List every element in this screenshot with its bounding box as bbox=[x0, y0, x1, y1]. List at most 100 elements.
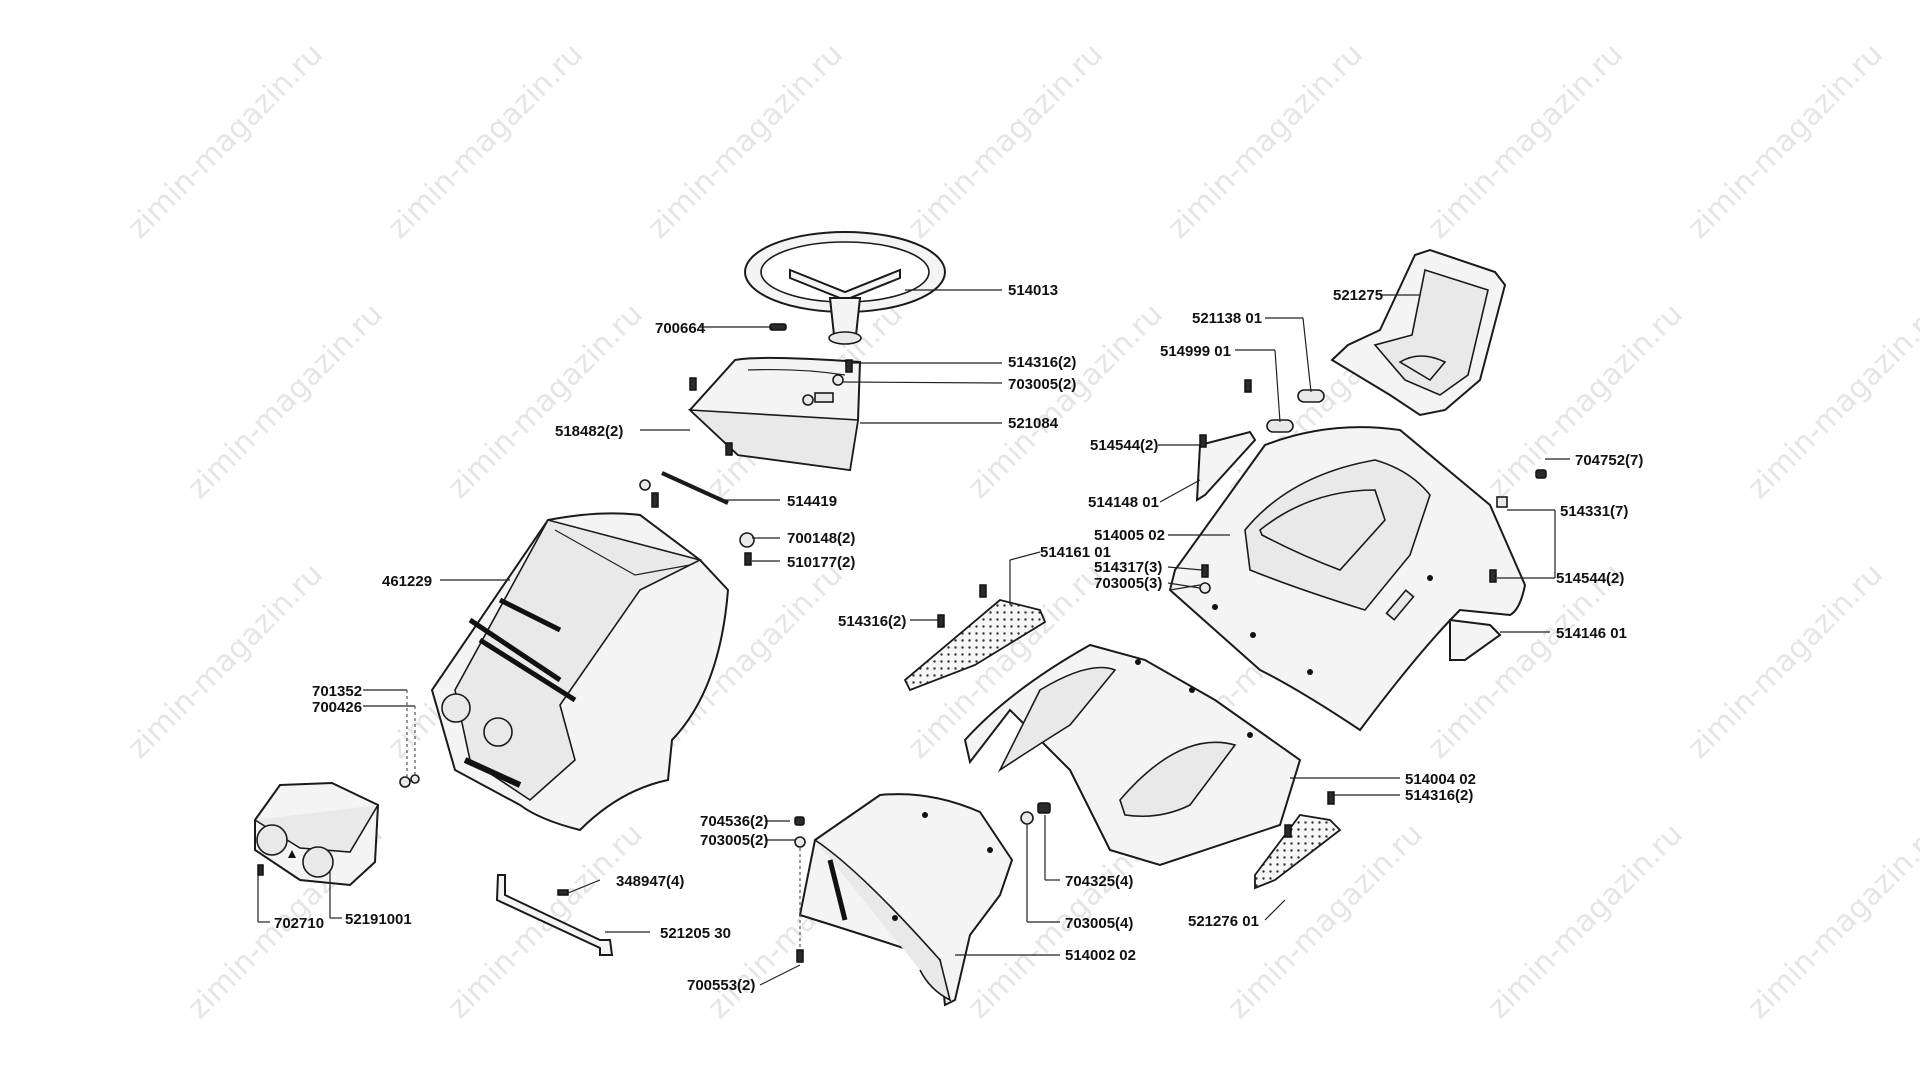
callout-702710: 702710 bbox=[274, 915, 324, 932]
callout-704752: 704752(7) bbox=[1575, 452, 1643, 469]
watermark-text: zimin-magazin.ru bbox=[441, 297, 650, 506]
nut-700426-part bbox=[410, 774, 420, 784]
rod-514419-part bbox=[661, 471, 729, 505]
bracket-part bbox=[495, 874, 614, 956]
callout-514002-02: 514002 02 bbox=[1065, 947, 1136, 964]
watermark-text: zimin-magazin.ru bbox=[1161, 37, 1370, 246]
washer-703005d-part bbox=[1199, 582, 1211, 594]
footboard-part bbox=[963, 643, 1302, 867]
screw-702710-part bbox=[257, 864, 264, 876]
callout-514161-01: 514161 01 bbox=[1040, 544, 1111, 561]
callout-514331: 514331(7) bbox=[1560, 503, 1628, 520]
watermark-text: zimin-magazin.ru bbox=[1481, 297, 1690, 506]
screw-514316-part bbox=[845, 359, 853, 373]
callout-514146-01: 514146 01 bbox=[1556, 625, 1627, 642]
washer-part bbox=[639, 479, 651, 491]
callout-700148: 700148(2) bbox=[787, 530, 855, 547]
callout-521084: 521084 bbox=[1008, 415, 1059, 432]
callout-461229: 461229 bbox=[382, 573, 432, 590]
callout-703005-top: 703005(2) bbox=[1008, 376, 1076, 393]
seat-part bbox=[1330, 248, 1507, 417]
nut-704536-part bbox=[794, 816, 805, 826]
watermark-text: zimin-magazin.ru bbox=[1681, 557, 1890, 766]
callout-514544-right: 514544(2) bbox=[1556, 570, 1624, 587]
callout-701352: 701352 bbox=[312, 683, 362, 700]
watermark-text: zimin-magazin.ru bbox=[381, 37, 590, 246]
callout-52191001: 52191001 bbox=[345, 911, 412, 928]
washer-701352-part bbox=[399, 776, 411, 788]
bolt-348947-part bbox=[557, 889, 569, 896]
watermark-text: zimin-magazin.ru bbox=[121, 557, 330, 766]
screw-514316e-part bbox=[1284, 824, 1292, 838]
watermark-text: zimin-magazin.ru bbox=[901, 37, 1110, 246]
callout-514999-01: 514999 01 bbox=[1160, 343, 1231, 360]
callout-514148-01: 514148 01 bbox=[1088, 494, 1159, 511]
screw-514544c-part bbox=[1489, 569, 1497, 583]
screw-518482b-part bbox=[725, 442, 733, 456]
watermark-text: zimin-magazin.ru bbox=[961, 297, 1170, 506]
steering-wheel-part bbox=[744, 231, 946, 345]
callout-521275: 521275 bbox=[1333, 287, 1383, 304]
callout-514419: 514419 bbox=[787, 493, 837, 510]
callout-514005-02: 514005 02 bbox=[1094, 527, 1165, 544]
hood-part bbox=[430, 512, 730, 832]
callout-700553: 700553(2) bbox=[687, 977, 755, 994]
callout-514316-left: 514316(2) bbox=[838, 613, 906, 630]
callout-521138-01: 521138 01 bbox=[1192, 310, 1262, 327]
callout-348947: 348947(4) bbox=[616, 873, 684, 890]
dash-panel-part bbox=[687, 356, 862, 472]
callout-700426: 700426 bbox=[312, 699, 362, 716]
watermark-text: zimin-magazin.ru bbox=[641, 37, 850, 246]
callout-704536: 704536(2) bbox=[700, 813, 768, 830]
screw-514316d-part bbox=[1327, 791, 1335, 805]
callout-labels: 514013 700664 514316(2) 703005(2) 518482… bbox=[274, 282, 1643, 994]
screw-514316c-part bbox=[979, 584, 987, 598]
callout-514013: 514013 bbox=[1008, 282, 1058, 299]
watermark-text: zimin-magazin.ru bbox=[1421, 37, 1630, 246]
washer-703005c-part bbox=[1020, 811, 1034, 825]
footrest-left-part bbox=[903, 599, 1047, 692]
watermark-text: zimin-magazin.ru bbox=[1681, 37, 1890, 246]
callout-521205-30: 521205 30 bbox=[660, 925, 731, 942]
callout-704325: 704325(4) bbox=[1065, 873, 1133, 890]
washer-703005b-part bbox=[794, 836, 806, 848]
watermark-text: zimin-magazin.ru bbox=[121, 37, 330, 246]
screw-514316b-part bbox=[937, 614, 945, 628]
callout-521276-01: 521276 01 bbox=[1188, 913, 1259, 930]
headlight-housing-part bbox=[254, 781, 380, 887]
callout-514317: 514317(3) bbox=[1094, 559, 1162, 576]
pin-700664-part bbox=[769, 323, 787, 331]
washer-703005-part bbox=[832, 374, 844, 386]
screw-514544b-part bbox=[1199, 434, 1207, 448]
screw-514544-part bbox=[1244, 379, 1252, 393]
rear-body-part bbox=[1168, 426, 1527, 732]
watermark-text: zimin-magazin.ru bbox=[1741, 297, 1920, 506]
bracket-514146-part bbox=[1449, 618, 1502, 661]
screw-514317-part bbox=[1201, 564, 1209, 578]
callout-703005-4: 703005(4) bbox=[1065, 915, 1133, 932]
screw-510177-part bbox=[744, 552, 752, 566]
callout-700664: 700664 bbox=[655, 320, 706, 337]
footrest-right-part bbox=[1254, 814, 1342, 890]
leader-lines bbox=[257, 289, 1570, 986]
washer-700148-part bbox=[739, 532, 755, 548]
callout-514316-right: 514316(2) bbox=[1405, 787, 1473, 804]
watermark-text: zimin-magazin.ru bbox=[181, 297, 390, 506]
bracket-514148-part bbox=[1195, 430, 1257, 502]
callout-518482: 518482(2) bbox=[555, 423, 623, 440]
callout-703005-3: 703005(3) bbox=[1094, 575, 1162, 592]
bolt-704325-part bbox=[1037, 802, 1051, 814]
clip-514331-part bbox=[1496, 496, 1508, 508]
screw-700553-part bbox=[796, 949, 804, 963]
watermark-text: zimin-magazin.ru bbox=[1481, 817, 1690, 1026]
callout-514316-top: 514316(2) bbox=[1008, 354, 1076, 371]
front-fender-part bbox=[798, 793, 1014, 1007]
watermark-text: zimin-magazin.ru bbox=[1741, 817, 1920, 1026]
callout-514544-left: 514544(2) bbox=[1090, 437, 1158, 454]
callout-703005-mid: 703005(2) bbox=[700, 832, 768, 849]
screw-518482-part bbox=[689, 377, 697, 391]
screw-part bbox=[651, 492, 659, 508]
bolt-704752-part bbox=[1535, 469, 1547, 479]
